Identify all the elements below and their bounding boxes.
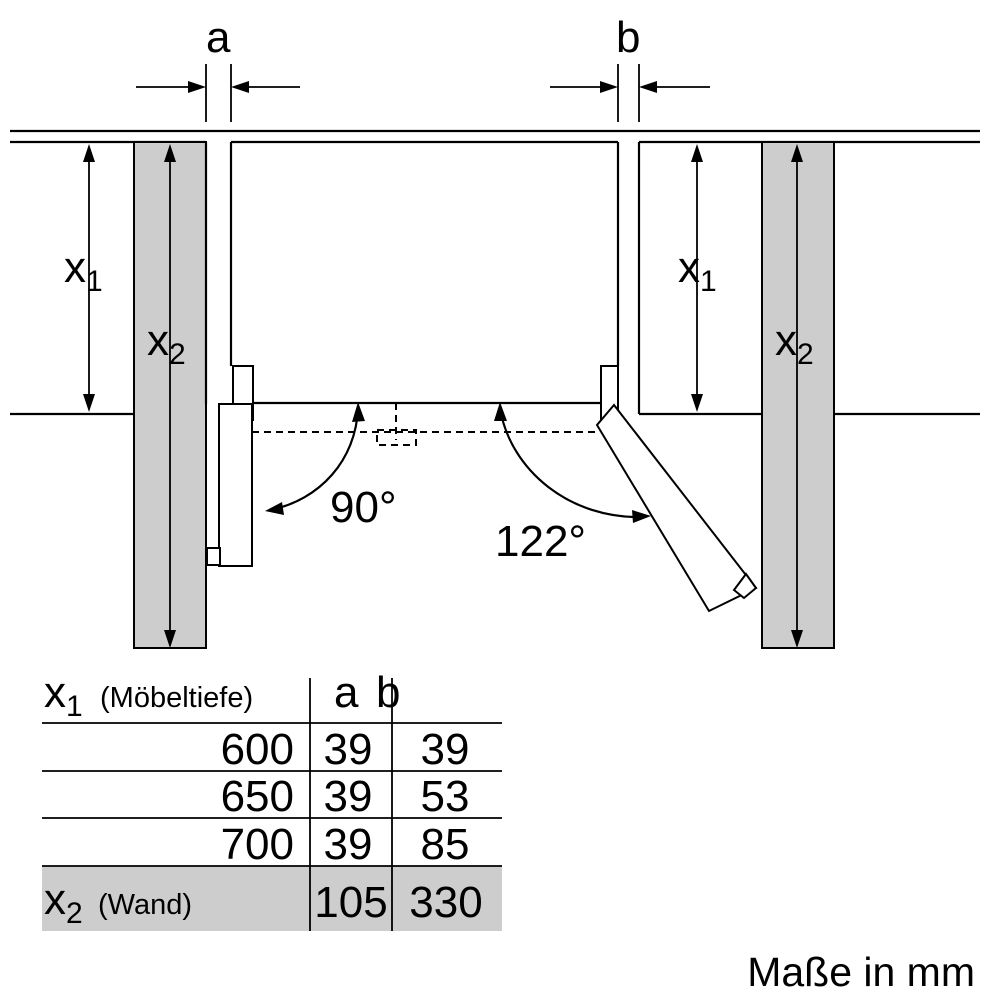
table-cell-a: 39 [324,820,373,869]
appliance-body [204,142,641,414]
table-cell-x1: 650 [221,772,294,821]
table-cell-b: 53 [421,772,470,821]
table-wall-row: x2 (Wand) 105 330 [44,875,483,930]
dimension-x2-left [164,144,176,648]
table-wall-b: 330 [409,878,482,927]
dimension-b [550,64,710,122]
angle-arc-right [494,402,651,523]
dimension-table: x1 (Möbeltiefe) a b 600 39 39 650 39 53 … [42,668,502,931]
dimension-x2-left-label: x2 [147,316,186,371]
angle-arc-left [265,402,365,515]
table-wall-desc: (Wand) [98,889,192,921]
countertop [10,129,980,144]
table-header-a: a [334,668,359,717]
angle-right-label: 122° [495,517,586,566]
table-wall-a: 105 [314,878,387,927]
table-row: 700 39 85 [221,820,470,869]
dimension-x1-right [691,144,703,412]
table-wall-var: x2 [44,875,83,930]
table-row: 650 39 53 [221,772,470,821]
table-row: 600 39 39 [221,725,470,774]
table-cell-a: 39 [324,772,373,821]
dimension-a [136,64,300,122]
table-cell-a: 39 [324,725,373,774]
table-cell-b: 85 [421,820,470,869]
table-cell-b: 39 [421,725,470,774]
table-cell-x1: 600 [221,725,294,774]
table-header-b: b [376,668,400,717]
dimension-b-label: b [616,13,640,62]
dimension-x1-right-label: x1 [678,243,717,298]
angle-left-label: 90° [330,483,397,532]
right-wall [761,141,835,649]
left-door-open [206,403,253,567]
table-header-desc: (Möbeltiefe) [100,682,253,714]
dimension-x1-left-label: x1 [64,243,103,298]
dimension-x2-right-label: x2 [775,316,814,371]
right-door-open [595,403,758,613]
table-header-x1: x1 [44,668,83,723]
dimension-a-label: a [206,13,231,62]
units-footnote: Maße in mm [747,949,975,995]
dimension-x2-right [791,144,803,648]
dimension-x1-left [83,144,95,412]
table-wall-row-shade [42,866,502,931]
table-cell-x1: 700 [221,820,294,869]
dashed-reference-lines [252,403,600,446]
